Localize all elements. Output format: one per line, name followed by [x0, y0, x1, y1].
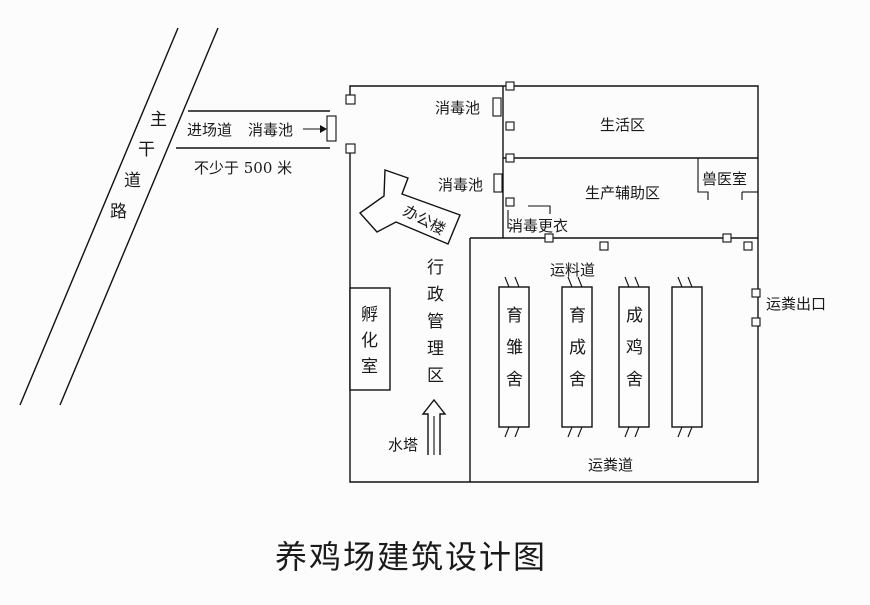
main-road-edge-right [59, 27, 219, 406]
internal-walls [469, 86, 758, 482]
vet-room-label: 兽医室 [702, 170, 747, 188]
admin-label-2: 政 [427, 285, 444, 305]
changing-room-door [528, 205, 551, 214]
main-road-edge-left [19, 27, 179, 406]
main-road-label-1: 主 [150, 110, 167, 130]
entrance-disinfection-pool [326, 115, 337, 142]
main-road-label-4: 路 [110, 202, 127, 222]
admin-label-1: 行 [427, 258, 444, 278]
feed-road-label: 运料道 [550, 261, 595, 279]
house-feed-lines [677, 276, 693, 438]
feed-road-gate [599, 241, 609, 251]
outer-wall [349, 85, 759, 483]
diagram-title: 养鸡场建筑设计图 [275, 538, 547, 576]
gate-post-upper [345, 94, 356, 105]
manure-exit-label: 运粪出口 [766, 295, 826, 313]
disinfection-pool-1 [492, 97, 502, 117]
disinfection-pool-2-label: 消毒池 [438, 176, 483, 194]
pool-square [505, 121, 515, 131]
house-label-1: 成 [626, 306, 643, 326]
entrance-road-label: 进场道 [187, 121, 232, 139]
admin-label-5: 区 [427, 366, 444, 386]
changing-room-wall [507, 210, 514, 229]
admin-label-4: 理 [427, 339, 444, 359]
house-outline [498, 286, 530, 428]
chicken-house-growing: 育 成 舍 [561, 276, 593, 438]
main-road-label-2: 干 [138, 140, 155, 160]
entrance-arrow-icon [320, 125, 327, 133]
water-tower: 水塔 [388, 398, 447, 455]
house-label-1: 育 [569, 306, 586, 326]
manure-exit-gate [751, 288, 761, 298]
disinfection-points [492, 81, 761, 327]
gate-post-lower [345, 143, 356, 154]
disinfection-pool-2 [493, 173, 503, 193]
feed-road-gate [544, 233, 554, 243]
distance-label: 不少于 500 米 [194, 159, 292, 177]
pool-square [505, 197, 515, 207]
chicken-house-unlabeled [671, 276, 703, 438]
water-tower-icon [421, 398, 447, 455]
hatchery-outline [349, 287, 391, 391]
hatchery-label-2: 化 [361, 331, 378, 351]
chicken-houses: 育 雏 舍 育 成 舍 成 鸡 舍 [498, 276, 703, 438]
hatchery-label-3: 室 [361, 357, 378, 377]
house-feed-lines [567, 276, 583, 438]
admin-area-label: 行 政 管 理 区 [427, 258, 444, 386]
house-label-3: 舍 [569, 370, 586, 390]
manure-road-label: 运粪道 [588, 456, 633, 474]
living-area-label: 生活区 [600, 116, 645, 134]
office-building: 办公楼 [358, 169, 461, 245]
house-label-2: 鸡 [626, 338, 643, 358]
house-label-2: 雏 [506, 338, 523, 358]
chicken-house-brooding: 育 雏 舍 [498, 276, 530, 438]
admin-label-3: 管 [427, 312, 444, 332]
house-outline [561, 286, 593, 428]
house-outline [618, 286, 650, 428]
vet-room-wall-west [697, 158, 709, 200]
main-road: 主 干 道 路 [19, 27, 219, 406]
disinfection-pool-1-label: 消毒池 [435, 99, 480, 117]
house-label-3: 舍 [626, 370, 643, 390]
house-label-1: 育 [506, 306, 523, 326]
production-support-label: 生产辅助区 [585, 184, 660, 202]
hatchery-label-1: 孵 [361, 305, 378, 325]
water-tower-label: 水塔 [388, 436, 418, 454]
house-label-3: 舍 [506, 370, 523, 390]
manure-exit-gate [751, 317, 761, 327]
pool-square [505, 153, 515, 163]
entrance-road: 进场道 消毒池 不少于 500 米 [176, 110, 337, 177]
house-feed-lines [624, 276, 640, 438]
office-building-outline [358, 169, 461, 245]
zone-labels: 消毒池 生活区 消毒池 生产辅助区 兽医室 消毒更衣 运料道 运粪道 运粪出口 [435, 99, 826, 474]
main-road-label-3: 道 [124, 171, 141, 191]
farm-boundary [345, 85, 759, 483]
house-label-2: 成 [569, 338, 586, 358]
feed-road-gate [722, 233, 732, 243]
changing-room-label: 消毒更衣 [508, 217, 568, 235]
chicken-house-adult: 成 鸡 舍 [618, 276, 650, 438]
house-feed-lines [504, 276, 520, 438]
house-outline [671, 286, 703, 428]
feed-road-gate [743, 241, 753, 251]
entrance-pool-label: 消毒池 [248, 121, 293, 139]
pool-square [505, 81, 515, 91]
hatchery: 孵 化 室 [349, 287, 391, 391]
